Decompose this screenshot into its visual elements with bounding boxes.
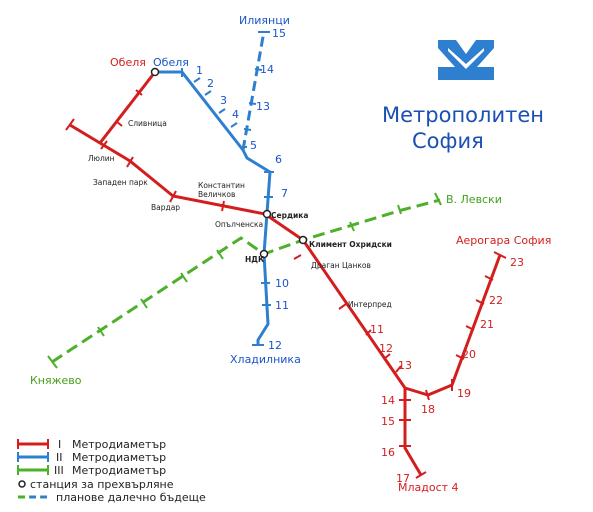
station-serdika: Сердика [271, 211, 308, 220]
line-1-ticks [65, 89, 507, 479]
station-dragan: Драган Цанков [311, 261, 371, 270]
station-ndk: НДК [245, 255, 265, 264]
transfer-ndk [259, 249, 269, 259]
terminus-v-levski: В. Левски [446, 193, 502, 206]
line-3-ticks [47, 192, 442, 369]
legend-line-3-num: III [54, 464, 64, 477]
legend-line-3-label: Метродиаметър [72, 464, 166, 477]
station-number: 22 [489, 294, 503, 307]
legend-line-1-num: I [58, 438, 61, 451]
station-konstantin-2: Величков [198, 190, 235, 199]
transfer-kliment [298, 235, 308, 245]
station-number: 12 [268, 339, 282, 352]
station-slivnitsa: Сливница [128, 119, 167, 128]
station-number: 11 [275, 299, 289, 312]
station-number: 1 [196, 64, 203, 77]
station-lyulin: Люлин [88, 154, 115, 163]
station-number: 16 [381, 446, 395, 459]
title-line2: София [412, 129, 484, 153]
legend-line-2: II Метродиаметър [17, 451, 166, 464]
transfer-stations [150, 67, 308, 259]
station-vardar: Вардар [151, 203, 180, 212]
station-kliment: Климент Охридски [309, 240, 392, 249]
legend-line-1-label: Метродиаметър [72, 438, 166, 451]
legend-line-3: III Метродиаметър [17, 464, 166, 477]
station-number: 20 [462, 348, 476, 361]
title-line1: Метрополитен [382, 103, 544, 127]
line-2-ticks [181, 31, 274, 346]
station-konstantin-1: Константин [198, 181, 245, 190]
terminus-knyazhevo: Княжево [30, 374, 82, 387]
terminus-hladilnika: Хладилника [230, 353, 301, 366]
terminus-aerogara: Аерогара София [456, 234, 551, 247]
terminus-mladost4: Младост 4 [398, 481, 459, 494]
station-number: 6 [275, 153, 282, 166]
legend-future: планове далечно бъдеще [18, 491, 206, 504]
station-number: 4 [232, 108, 239, 121]
station-number: 13 [256, 100, 270, 113]
station-number: 14 [381, 394, 395, 407]
legend-transfer-label: станция за прехвърляне [30, 478, 174, 491]
station-number: 17 [396, 472, 410, 485]
line-2-iliyantsi-future [241, 30, 266, 151]
terminus-iliyantsi: Илиянци [239, 14, 290, 27]
metro-m-logo [438, 40, 494, 80]
station-number: 19 [457, 387, 471, 400]
station-number: 5 [250, 139, 257, 152]
station-interpred: Интерпред [348, 300, 392, 309]
line-3-route [51, 198, 441, 364]
transfer-obelya [150, 67, 160, 77]
terminus-obelya-red: Обеля [110, 56, 146, 69]
legend-line-1: I Метродиаметър [17, 438, 166, 451]
line-1-branch-slivnitsa [98, 71, 157, 144]
legend-transfer: станция за прехвърляне [18, 478, 174, 491]
station-number: 2 [207, 77, 214, 90]
station-opalchenska: Опълченска [215, 220, 263, 229]
station-number: 14 [260, 63, 274, 76]
station-number: 12 [379, 342, 393, 355]
station-number: 11 [370, 323, 384, 336]
transfer-station-icon [18, 480, 26, 488]
line-2-numbers: 1 2 3 4 5 6 7 10 11 12 13 14 15 [196, 27, 289, 352]
station-number: 21 [480, 318, 494, 331]
station-number: 15 [381, 415, 395, 428]
line-3 [51, 198, 441, 364]
transfer-serdika [262, 209, 272, 219]
legend-line-2-num: II [56, 451, 63, 464]
legend-future-label: планове далечно бъдеще [56, 491, 206, 504]
station-number: 10 [275, 277, 289, 290]
station-number: 23 [510, 256, 524, 269]
line-1-branch-airport [404, 254, 502, 397]
station-number: 3 [220, 94, 227, 107]
station-zapaden-park: Западен парк [93, 178, 148, 187]
legend-line-2-label: Метродиаметър [72, 451, 166, 464]
terminus-obelya-blue: Обеля [153, 56, 189, 69]
station-number: 7 [281, 187, 288, 200]
legend: I Метродиаметър II Метродиаметър III Мет… [17, 438, 206, 504]
line-1-numbers: 11 12 13 14 15 16 17 18 19 20 21 22 23 [370, 256, 524, 485]
station-number: 18 [421, 403, 435, 416]
station-number: 15 [272, 27, 286, 40]
station-number: 13 [398, 359, 412, 372]
